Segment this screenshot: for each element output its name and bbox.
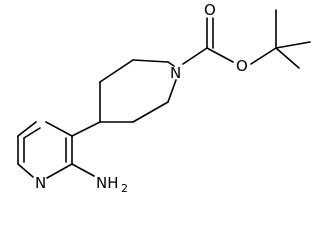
amine-bond [71,163,95,177]
o-tert-carbon-bond [250,47,277,65]
amine-label: NH [96,174,119,192]
piperidine-nitrogen-label: N [170,64,181,82]
pyridine-nitrogen-label: N [35,174,46,192]
structure-canvas: O O N N NH 2 [17,1,311,195]
piperidine-bond [167,61,175,67]
piperidine-ring [99,59,177,123]
pyridine-bond-c1-n [17,163,34,178]
methyl-bond-right [275,41,311,49]
carbonyl-oxygen-label: O [204,1,216,19]
pyridine-bond-n-c2 [46,163,73,179]
ester-oxygen-label: O [236,57,248,75]
amine-subscript: 2 [121,182,128,195]
methyl-bond-lower [275,47,300,69]
boc-group [182,9,311,69]
piperidine-bond [167,79,177,103]
pyridine-ring [17,121,73,179]
pyridine-double-bond-inner [23,127,41,139]
ring-link-bond [71,121,101,137]
pyridine-bond-c5-c6 [17,121,37,137]
piperidine-bond [132,59,169,63]
pyridine-bond-c3-c4 [45,121,73,137]
n-carbonyl-bond [182,47,208,65]
ester-bond [206,47,234,63]
piperidine-bond [132,101,169,123]
piperidine-bond [99,59,134,83]
molecule-diagram: O O N N NH 2 [17,1,311,195]
